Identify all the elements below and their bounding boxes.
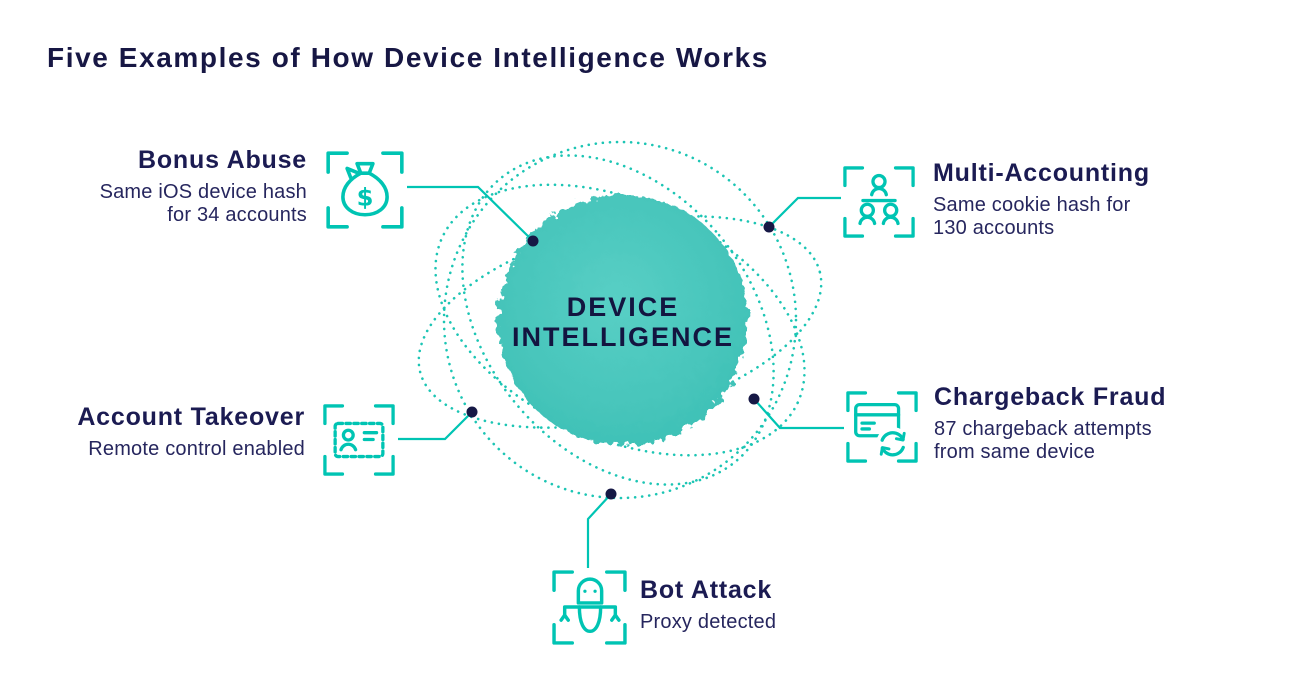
refresh-arrowhead (879, 446, 891, 456)
node-bot-attack (605, 488, 617, 500)
id-card-icon (323, 404, 395, 476)
frame-corner (896, 391, 918, 413)
callout-account-takeover: Account Takeover Remote control enabled (77, 403, 305, 461)
frame-corner (846, 441, 868, 463)
frame-corner (373, 454, 395, 476)
page-title: Five Examples of How Device Intelligence… (47, 42, 769, 73)
bonus-abuse-icon-frame: $ (325, 150, 405, 230)
frame-corner (552, 623, 574, 645)
node-account-takeover (466, 406, 478, 418)
connector-bonus-abuse (407, 185, 534, 242)
refresh-arc-bottom (880, 445, 905, 457)
frame-corner (843, 166, 865, 188)
callout-bonus-abuse-title: Bonus Abuse (138, 146, 307, 174)
bag-body (341, 171, 389, 217)
frame-corner (605, 623, 627, 645)
callout-bot-attack-title: Bot Attack (640, 576, 773, 604)
robot-claw-right (610, 613, 621, 622)
robot-eye (593, 589, 597, 593)
orbit-ring-tilt-left (461, 154, 775, 486)
frame-corner (552, 570, 574, 592)
callout-multi-accounting: Multi-Accounting Same cookie hash for 13… (933, 159, 1150, 241)
frame-corner (893, 166, 915, 188)
dollar-glyph: $ (357, 183, 374, 211)
sphere-label: DEVICE INTELLIGENCE (512, 292, 734, 352)
node-bonus-abuse (527, 235, 539, 247)
sphere-label-line1: DEVICE (566, 291, 680, 322)
frame-corner (846, 391, 868, 413)
orbit-ring-outer (442, 140, 798, 500)
bot-attack-icon-frame (551, 569, 628, 646)
account-takeover-icon-frame (322, 403, 396, 477)
frame-corner (323, 454, 345, 476)
device-intelligence-sphere (498, 195, 748, 445)
robot-arm-left (562, 605, 582, 617)
callout-account-takeover-title: Account Takeover (77, 403, 305, 431)
refresh-arrowhead (894, 431, 906, 442)
frame-corner (326, 206, 349, 229)
callout-account-takeover-desc-line: Remote control enabled (88, 437, 305, 460)
frame-corner (893, 216, 915, 238)
frame-corner (326, 151, 349, 174)
callout-chargeback-fraud-desc-line: 87 chargeback attempts (934, 417, 1152, 440)
callout-chargeback-fraud-desc-line: from same device (934, 441, 1096, 464)
bag-spout (345, 166, 361, 180)
callout-multi-accounting-desc-line: Same cookie hash for (933, 193, 1131, 216)
user-shoulders (858, 215, 877, 226)
node-multi-accounting (763, 221, 775, 233)
callout-multi-accounting-title: Multi-Accounting (933, 159, 1150, 187)
robot-claw-left (559, 613, 570, 622)
callout-bot-attack-desc-line: Proxy detected (640, 610, 777, 633)
robot-icon (552, 570, 627, 645)
user-head (859, 202, 876, 218)
id-photo-shoulders (339, 442, 358, 452)
user-shoulders (870, 186, 888, 197)
frame-corner (896, 441, 918, 463)
card-refresh-icon (846, 391, 918, 463)
robot-eye (583, 589, 587, 593)
multi-accounting-icon-frame (842, 165, 916, 239)
callout-chargeback-fraud-title: Chargeback Fraud (934, 383, 1167, 411)
robot-head (576, 577, 604, 605)
frame-corner (323, 404, 345, 426)
orbit-rings (417, 140, 823, 500)
orbit-ring-flat (417, 215, 823, 429)
callout-bot-attack: Bot Attack Proxy detected (640, 576, 777, 634)
callout-bonus-abuse-desc-line: Same iOS device hash (99, 180, 307, 203)
multi-users-icon (843, 166, 915, 238)
callout-bonus-abuse-desc-line: for 34 accounts (167, 204, 307, 227)
credit-card (854, 402, 901, 438)
connector-multi-accounting (768, 196, 841, 228)
orbit-ring-tilt-right (434, 183, 806, 457)
user-shoulders (881, 215, 900, 226)
money-bag-icon: $ (326, 151, 404, 229)
frame-corner (373, 404, 395, 426)
callout-chargeback-fraud: Chargeback Fraud 87 chargeback attempts … (934, 383, 1167, 465)
sphere-label-line2: INTELLIGENCE (511, 322, 735, 352)
frame-corner (843, 216, 865, 238)
id-card-outline (333, 421, 385, 459)
id-photo-head (341, 428, 355, 442)
user-head (871, 173, 887, 190)
callout-bonus-abuse: Bonus Abuse Same iOS device hash for 34 … (99, 146, 307, 228)
frame-corner (381, 206, 404, 229)
refresh-arc-top (880, 431, 905, 442)
callout-multi-accounting-desc-line: 130 accounts (933, 217, 1055, 240)
frame-corner (605, 570, 627, 592)
robot-arm-right (598, 605, 618, 617)
connector-bot-attack (586, 493, 612, 568)
chargeback-fraud-icon-frame (845, 390, 919, 464)
node-chargeback-fraud (748, 393, 760, 405)
connector-chargeback-fraud (753, 398, 844, 430)
user-head (882, 202, 899, 218)
orbit-nodes (466, 221, 775, 500)
connector-lines (398, 185, 844, 568)
robot-body (577, 605, 603, 634)
frame-corner (381, 151, 404, 174)
connector-account-takeover (398, 411, 473, 441)
